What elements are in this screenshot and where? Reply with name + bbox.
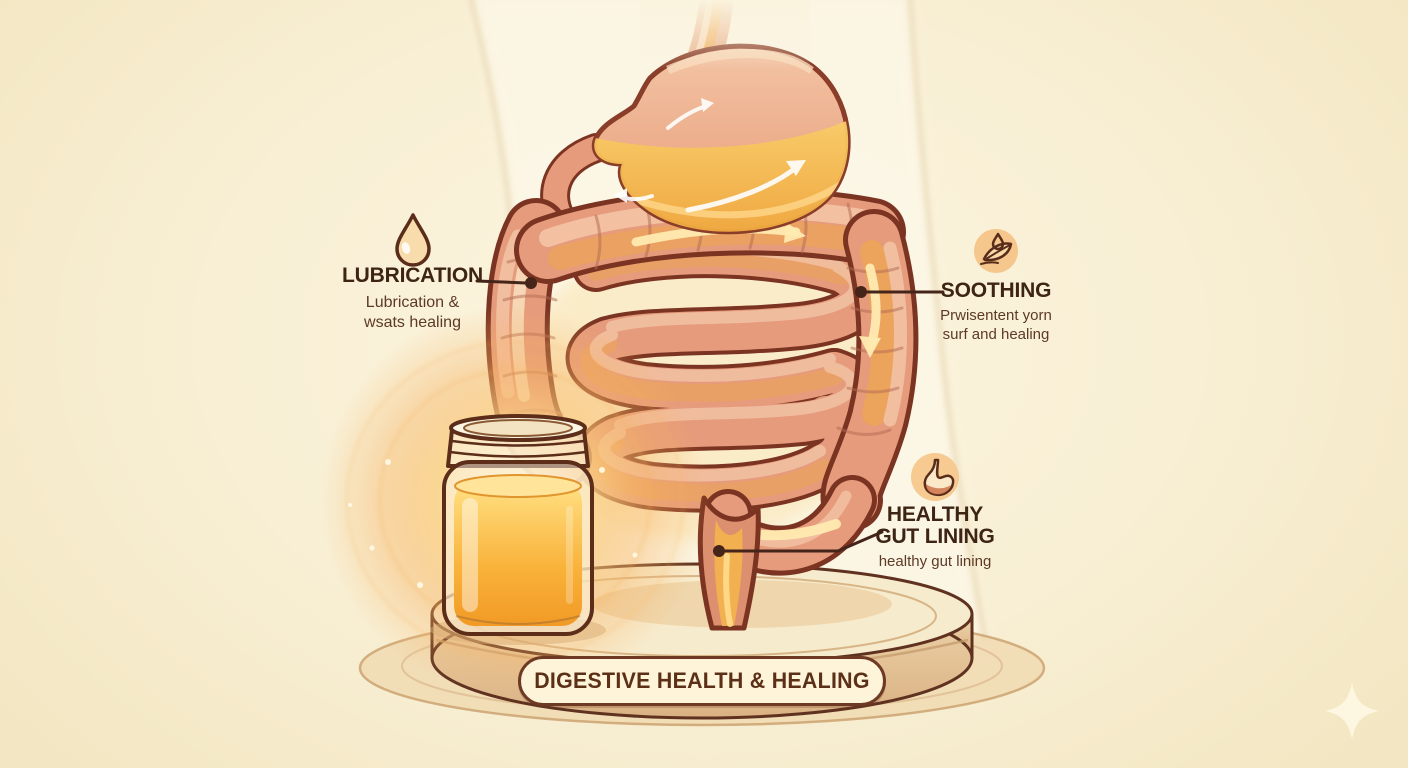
lubrication-sub1: Lubrication & (365, 294, 460, 312)
soothing-sub1: Prwisentent yorn (940, 307, 1052, 325)
glow-sparkle-dots (348, 459, 638, 588)
lubrication-leader-dot (525, 277, 537, 289)
soothing-sub2: surf and healing (942, 325, 1050, 343)
sparkle-icon (1325, 683, 1379, 739)
soothing-leader-dot (855, 286, 867, 298)
gut-lining-leader-line (723, 530, 884, 553)
ghee-jar (430, 414, 606, 645)
stomach-flow-arrows (614, 98, 806, 213)
gut-sub1: healthy gut lining (878, 552, 992, 570)
lubrication-leader-line (475, 279, 528, 285)
label-lubrication: LUBRICATION Lubrication & wsats healing (330, 264, 495, 332)
leaf-droplet-icon (972, 227, 1020, 280)
label-healthy-gut-lining: HEALTHY GUT LINING healthy gut lining (855, 503, 1015, 571)
label-soothing: SOOTHING Prwisentent yorn surf and heali… (926, 279, 1066, 344)
lubrication-heading: LUBRICATION (342, 264, 483, 287)
stomach-icon (909, 451, 961, 508)
gut-heading-line2: GUT LINING (875, 525, 995, 549)
droplet-icon (390, 212, 436, 273)
annotation-leaders (475, 277, 945, 557)
flow-arrow-down (859, 263, 881, 358)
soothing-heading: SOOTHING (940, 279, 1052, 302)
ghee-fill (454, 482, 582, 626)
gut-heading-line1: HEALTHY (886, 503, 984, 526)
banner-label: DIGESTIVE HEALTH & HEALING (534, 668, 870, 693)
gut-lining-leader-dot (713, 545, 725, 557)
pedestal-banner: DIGESTIVE HEALTH & HEALING (518, 656, 886, 706)
lubrication-sub2: wsats healing (364, 313, 461, 331)
stomach (591, 43, 851, 235)
